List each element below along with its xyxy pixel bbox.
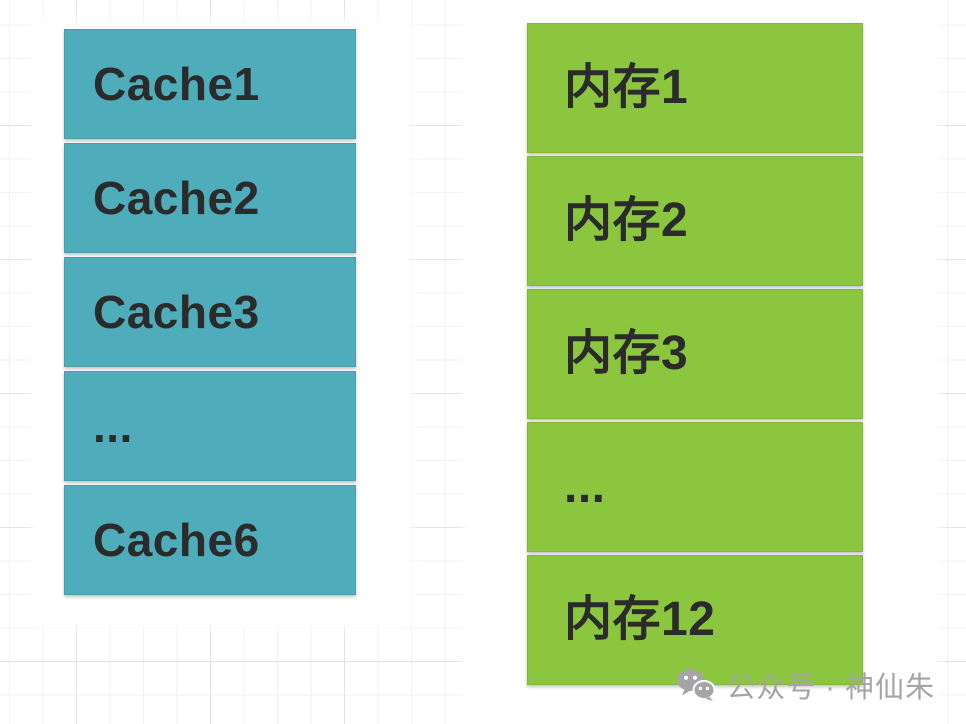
cache-box-label: Cache6 xyxy=(93,514,260,566)
memory-box-label: 内存12 xyxy=(564,593,716,646)
cache-box-6: Cache6 xyxy=(64,485,356,595)
memory-box-2: 内存2 xyxy=(527,156,863,286)
memory-box-12: 内存12 xyxy=(527,555,863,685)
memory-box-label: 内存1 xyxy=(564,61,689,114)
memory-box-ellipsis: ... xyxy=(527,422,863,552)
memory-box-3: 内存3 xyxy=(527,289,863,419)
cache-box-3: Cache3 xyxy=(64,257,356,367)
cache-box-label: ... xyxy=(93,400,133,452)
wechat-icon xyxy=(677,669,716,701)
cache-box-1: Cache1 xyxy=(64,29,356,139)
cache-box-label: Cache2 xyxy=(93,172,260,224)
cache-box-2: Cache2 xyxy=(64,143,356,253)
watermark: 公众号 · 神仙朱 xyxy=(676,664,935,706)
cache-box-ellipsis: ... xyxy=(64,371,356,481)
memory-box-label: ... xyxy=(564,460,606,513)
memory-stack: 内存1 内存2 内存3 ... 内存12 xyxy=(527,23,863,685)
memory-box-1: 内存1 xyxy=(527,23,863,153)
memory-box-label: 内存2 xyxy=(564,194,689,247)
memory-box-label: 内存3 xyxy=(564,327,689,380)
cache-box-label: Cache1 xyxy=(93,58,260,110)
cache-box-label: Cache3 xyxy=(93,286,260,338)
cache-stack: Cache1 Cache2 Cache3 ... Cache6 xyxy=(64,29,356,595)
watermark-text: 公众号 · 神仙朱 xyxy=(726,672,935,704)
